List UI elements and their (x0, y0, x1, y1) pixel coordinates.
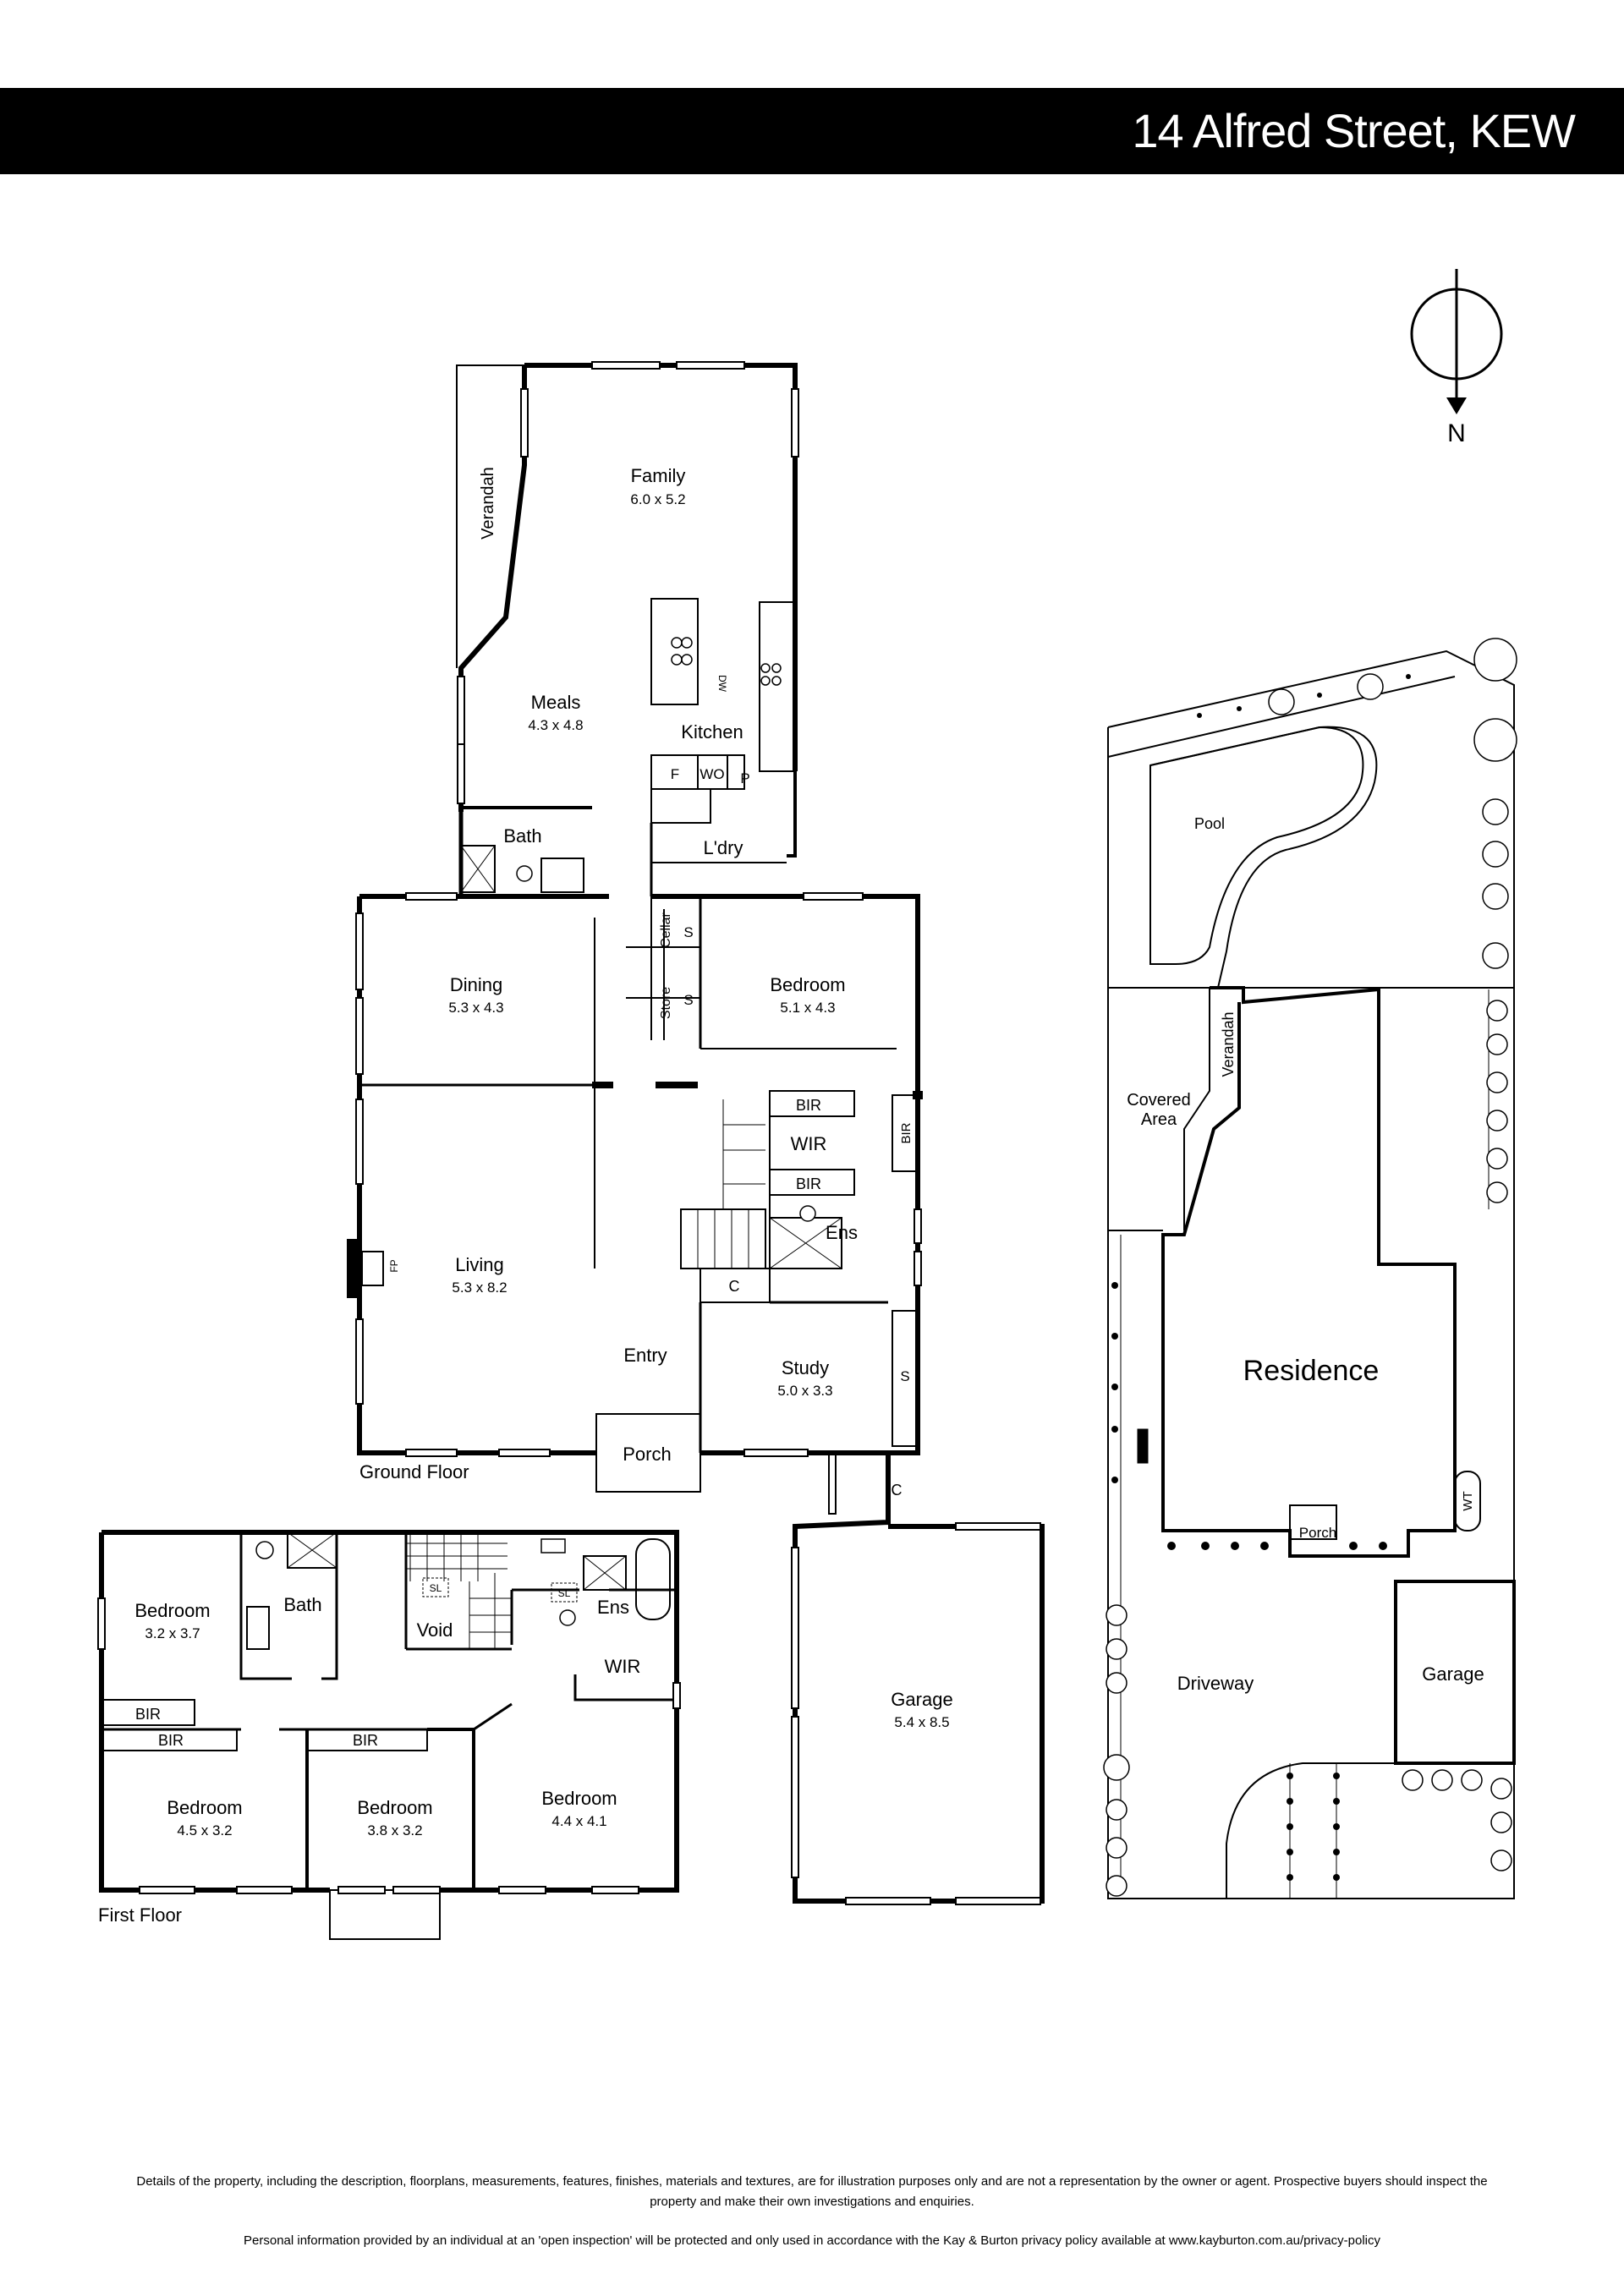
dishwasher-label: DW (716, 675, 728, 693)
entry-label: Entry (623, 1345, 667, 1366)
toilet-icons (255, 865, 816, 1626)
gf-porch-label: Porch (623, 1444, 671, 1465)
gf-ensuite-label: Ens (826, 1222, 858, 1243)
ff-bedroom4-dims: 4.4 x 4.1 (551, 1813, 606, 1829)
first-floor-windows (97, 1597, 681, 1894)
disclaimer-line-1: Details of the property, including the d… (136, 2174, 1488, 2189)
ff-bath-name: Bath (283, 1594, 321, 1615)
site-porch-label: Porch (1299, 1525, 1336, 1541)
wall-oven-label: WO (700, 766, 724, 782)
header-bar: 14 Alfred Street, KEW (0, 88, 1624, 174)
store-label: Store (659, 987, 673, 1019)
ff-bedroom3-dims: 3.8 x 3.2 (367, 1822, 422, 1838)
sink-icons (540, 637, 782, 1553)
privacy-text: Personal information provided by an indi… (244, 2233, 1380, 2248)
cupboard-c1-label: C (729, 1278, 740, 1295)
storage-s2-label: S (683, 992, 693, 1008)
gf-bir3-label: BIR (899, 1122, 914, 1143)
site-bollards (1111, 674, 1411, 1881)
site-plan (1107, 649, 1516, 1899)
skylight-label-2: SL (558, 1587, 571, 1599)
covered-area-label-line1: Covered (1127, 1091, 1191, 1110)
water-tank-label: WT (1461, 1491, 1475, 1510)
ff-bedroom1-name: Bedroom (134, 1600, 210, 1621)
pool-label: Pool (1194, 815, 1225, 832)
ground-floor-plan (347, 363, 1045, 1904)
family-room-dims: 6.0 x 5.2 (630, 491, 685, 507)
ground-floor-label: Ground Floor (359, 1461, 469, 1482)
study-room-dims: 5.0 x 3.3 (777, 1383, 832, 1399)
verandah-label: Verandah (479, 467, 497, 540)
compass-label: N (1447, 419, 1466, 447)
north-compass-icon (1410, 269, 1503, 414)
fridge-label: F (671, 766, 679, 782)
ff-bedroom1-dims: 3.2 x 3.7 (145, 1625, 200, 1641)
study-room-name: Study (782, 1357, 829, 1378)
garage-room-dims: 5.4 x 8.5 (894, 1714, 949, 1730)
kitchen-room-name: Kitchen (681, 721, 743, 743)
gf-bedroom-dims: 5.1 x 4.3 (780, 1000, 835, 1016)
site-trees (1103, 638, 1517, 1897)
driveway-label: Driveway (1177, 1673, 1254, 1694)
dining-room-dims: 5.3 x 4.3 (448, 1000, 503, 1016)
meals-room-name: Meals (531, 692, 581, 713)
disclaimer-line-2: property and make their own investigatio… (650, 2195, 974, 2209)
laundry-room-name: L'dry (704, 837, 743, 858)
gf-bedroom-name: Bedroom (770, 974, 845, 995)
ground-floor-windows (355, 361, 1041, 1905)
first-floor-plan (99, 1530, 679, 1940)
garage-room-name: Garage (891, 1689, 952, 1710)
void-label: Void (417, 1619, 453, 1641)
ff-bir2-label: BIR (158, 1732, 184, 1749)
gf-bir2-label: BIR (796, 1175, 821, 1192)
ff-bir1-label: BIR (135, 1706, 161, 1723)
living-room-dims: 5.3 x 8.2 (452, 1280, 507, 1296)
meals-room-dims: 4.3 x 4.8 (528, 717, 583, 733)
skylight-label-1: SL (430, 1582, 442, 1594)
site-garage-label: Garage (1422, 1663, 1484, 1685)
ff-ensuite-name: Ens (597, 1597, 629, 1618)
ff-bedroom2-name: Bedroom (167, 1797, 242, 1818)
cupboard-c2-label: C (892, 1482, 903, 1499)
dining-room-name: Dining (450, 974, 502, 995)
skylight-boxes (422, 1577, 578, 1603)
ff-bedroom3-name: Bedroom (357, 1797, 432, 1818)
pantry-label: P (740, 770, 749, 786)
family-room-name: Family (631, 465, 686, 486)
site-verandah-label: Verandah (1220, 1011, 1237, 1077)
storage-s3-label: S (900, 1368, 909, 1384)
ff-bir3-label: BIR (353, 1732, 378, 1749)
residence-label: Residence (1243, 1355, 1380, 1387)
ff-bedroom2-dims: 4.5 x 3.2 (177, 1822, 232, 1838)
bath-room-name: Bath (503, 825, 541, 847)
gf-wir-label: WIR (791, 1133, 827, 1154)
disclaimer-text: Details of the property, including the d… (68, 2172, 1556, 2212)
covered-area-label-line2: Area (1141, 1110, 1177, 1129)
property-address-title: 14 Alfred Street, KEW (1132, 104, 1576, 157)
ff-wir-name: WIR (605, 1656, 641, 1677)
living-room-name: Living (455, 1254, 503, 1275)
gf-bir1-label: BIR (796, 1097, 821, 1114)
cellar-label: Cellar (659, 912, 673, 947)
ff-bedroom4-name: Bedroom (541, 1788, 617, 1809)
storage-s1-label: S (683, 924, 693, 940)
first-floor-label: First Floor (98, 1904, 182, 1926)
fireplace-label: FP (388, 1259, 400, 1272)
